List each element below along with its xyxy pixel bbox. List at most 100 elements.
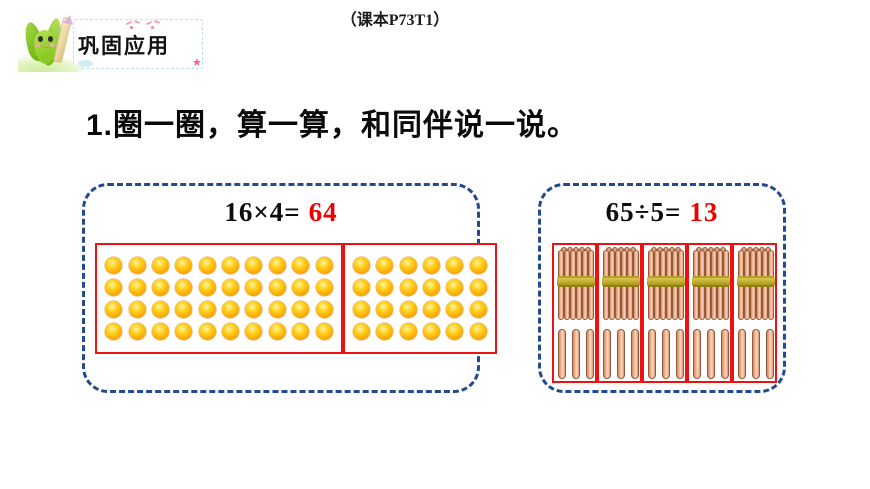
counter-dot [376, 278, 394, 296]
stick-bundle-of-ten [557, 247, 595, 322]
counter-dot [105, 323, 123, 341]
counter-dot [469, 278, 487, 296]
loose-stick [707, 329, 715, 379]
equation-expression: 65÷5= [605, 197, 682, 227]
loose-sticks [558, 329, 594, 379]
counter-dot [399, 278, 417, 296]
counter-dot [198, 256, 216, 274]
dot-row [350, 321, 490, 343]
equation-expression: 16×4= [224, 197, 301, 227]
mascot-cheek-right [50, 43, 55, 47]
bundle-band [737, 276, 775, 287]
dot-row [350, 276, 490, 298]
stick-bundle-of-ten [737, 247, 775, 322]
counter-dot [222, 278, 240, 296]
counter-dot [222, 256, 240, 274]
counter-dot [175, 278, 193, 296]
counter-dot [315, 323, 333, 341]
counter-dot [151, 300, 169, 318]
question-title: 1.圈一圈，算一算，和同伴说一说。 [86, 109, 579, 142]
counter-dot [175, 323, 193, 341]
cloud-decoration [78, 60, 93, 67]
counter-dot [245, 300, 263, 318]
stick-group [642, 243, 687, 383]
loose-stick [631, 329, 639, 379]
loose-stick [662, 329, 670, 379]
counter-dot [268, 256, 286, 274]
loose-sticks [648, 329, 684, 379]
dot-row [350, 254, 490, 276]
counter-dot [446, 278, 464, 296]
dot-array-model [95, 243, 497, 354]
counter-dot [292, 300, 310, 318]
dot-row [350, 298, 490, 320]
counter-dot [105, 300, 123, 318]
counter-dot [446, 256, 464, 274]
equation-multiplication: 16×4=64 [85, 197, 477, 228]
loose-stick [617, 329, 625, 379]
counting-sticks-model [552, 243, 777, 383]
loose-sticks [738, 329, 774, 379]
loose-stick [766, 329, 774, 379]
counter-dot [175, 256, 193, 274]
banner-plate [73, 19, 203, 69]
loose-stick [676, 329, 684, 379]
loose-stick [721, 329, 729, 379]
counter-dot [352, 300, 370, 318]
dot-group-2 [342, 243, 497, 354]
counter-dot [292, 278, 310, 296]
stick-group [552, 243, 597, 383]
counter-dot [268, 278, 286, 296]
banner-label: 巩固应用 [78, 34, 170, 58]
decor-dot-1 [130, 26, 133, 29]
counter-dot [292, 256, 310, 274]
counter-dot [105, 278, 123, 296]
counter-dot [245, 323, 263, 341]
problem-panel-division: 65÷5=13 [538, 183, 786, 393]
counter-dot [245, 278, 263, 296]
star-icon: ★ [192, 57, 202, 69]
counter-dot [376, 256, 394, 274]
counter-dot [245, 256, 263, 274]
dot-row [102, 298, 336, 320]
counter-dot [151, 323, 169, 341]
loose-stick [738, 329, 746, 379]
counter-dot [128, 278, 146, 296]
counter-dot [315, 256, 333, 274]
counter-dot [175, 300, 193, 318]
counter-dot [105, 256, 123, 274]
textbook-reference: （课本P73T1） [340, 12, 450, 29]
counter-dot [151, 278, 169, 296]
counter-dot [423, 300, 441, 318]
loose-stick [648, 329, 656, 379]
equation-answer: 13 [689, 197, 719, 227]
counter-dot [446, 300, 464, 318]
loose-stick [572, 329, 580, 379]
counter-dot [469, 300, 487, 318]
bundle-band [602, 276, 640, 287]
section-banner: ★ 巩固应用 [18, 13, 208, 74]
bundle-band [647, 276, 685, 287]
counter-dot [352, 323, 370, 341]
counter-dot [399, 323, 417, 341]
counter-dot [292, 323, 310, 341]
loose-sticks [603, 329, 639, 379]
loose-stick [558, 329, 566, 379]
counter-dot [222, 300, 240, 318]
stick-group [732, 243, 777, 383]
equation-division: 65÷5=13 [541, 197, 783, 228]
counter-dot [352, 256, 370, 274]
bundle-band [692, 276, 730, 287]
counter-dot [128, 300, 146, 318]
counter-dot [268, 323, 286, 341]
counter-dot [376, 323, 394, 341]
counter-dot [222, 323, 240, 341]
green-leaf-mascot-icon [18, 13, 84, 72]
counter-dot [128, 323, 146, 341]
equation-answer: 64 [308, 197, 338, 227]
counter-dot [151, 256, 169, 274]
mascot-mouth [42, 42, 49, 48]
mascot-eye-left [38, 36, 43, 42]
dot-row [102, 321, 336, 343]
